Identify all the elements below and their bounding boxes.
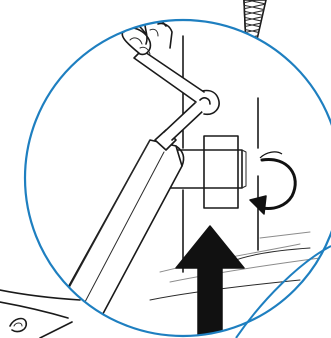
background-bracket — [0, 290, 80, 338]
